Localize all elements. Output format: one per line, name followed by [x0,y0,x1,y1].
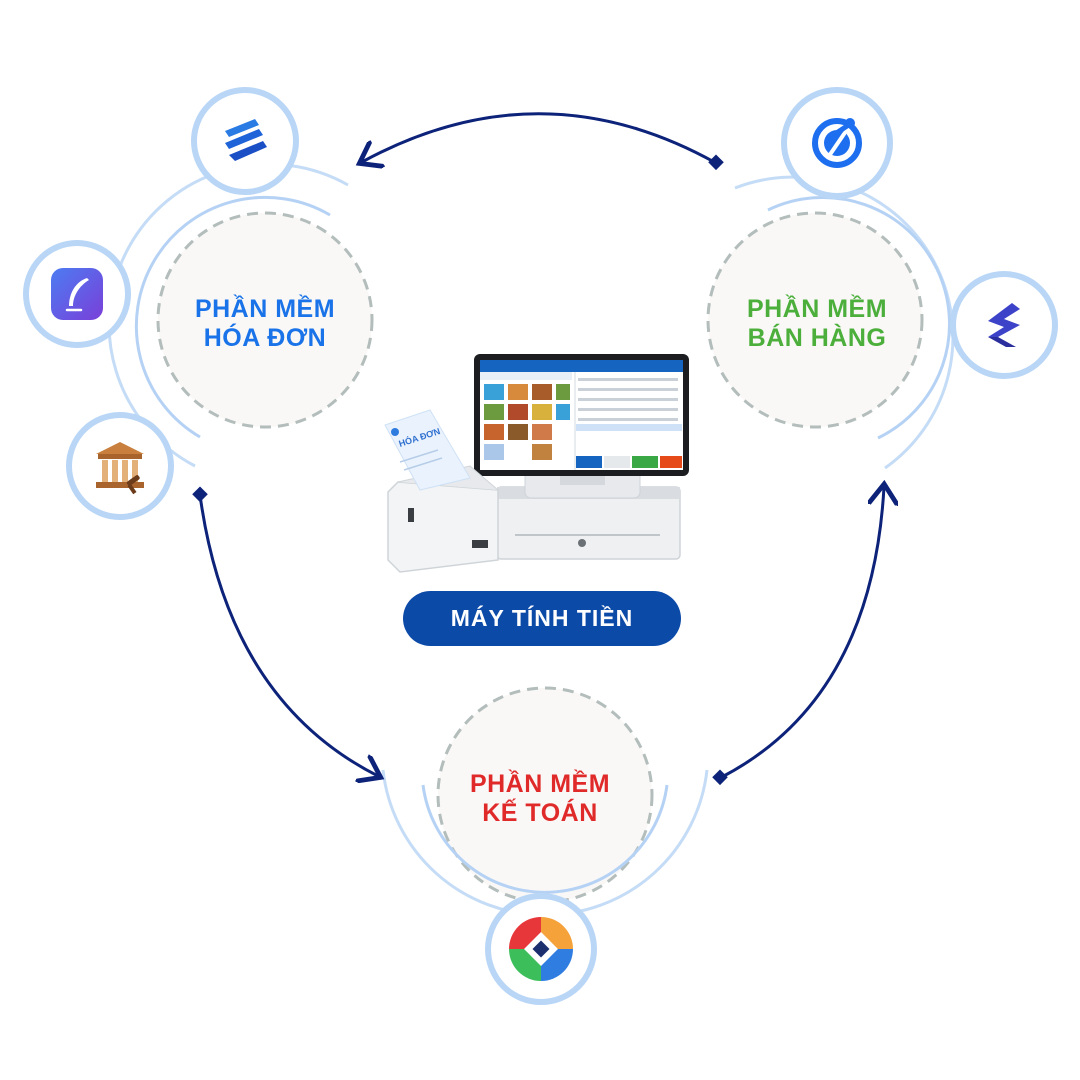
cash-register-button[interactable]: MÁY TÍNH TIỀN [403,591,681,646]
invoice-dashed-circle [156,211,374,429]
sales-node-label: PHẦN MỀM BÁN HÀNG [707,295,927,353]
accounting-inner-ring [421,784,669,894]
accounting-node-label: PHẦN MỀM KẾ TOÁN [430,770,650,828]
accounting-logo-icon [509,917,573,981]
cash-register-button-label: MÁY TÍNH TIỀN [450,605,634,631]
sales-circle-fill [708,213,922,427]
accounting-label-line2: KẾ TOÁN [482,799,598,827]
s-logo-icon [988,303,1020,347]
sales-label-line1: PHẦN MỀM [746,295,888,323]
sales-label-line2: BÁN HÀNG [747,324,887,352]
wave-app-icon [225,119,267,161]
invoice-label-line2: HÓA ĐƠN [203,324,327,352]
courthouse-icon-circle[interactable] [66,412,174,520]
arrow-invoice-to-accounting [198,494,378,776]
arrow-start-diamond-top [708,154,724,171]
invoice-node-label: PHẦN MỀM HÓA ĐƠN [155,295,375,353]
quill-app-icon-circle[interactable] [23,240,131,348]
s-logo-icon-circle[interactable] [950,271,1058,379]
arrow-accounting-to-sales [719,487,884,780]
arrow-start-diamond-right [712,769,728,786]
courthouse-icon [96,442,144,495]
invoice-label-line1: PHẦN MỀM [194,295,336,323]
quill-app-icon [51,268,103,320]
arrow-start-diamond-left [192,486,208,503]
sales-dashed-circle [706,211,924,429]
accounting-logo-icon-circle[interactable] [485,893,597,1005]
invoice-inner-ring [134,195,331,439]
arrow-sales-to-invoice [362,112,717,163]
accounting-circle-fill [438,688,652,902]
wave-app-icon-circle[interactable] [191,87,299,195]
restaurant-app-icon [812,118,862,168]
pos-monitor [474,354,689,476]
restaurant-app-icon-circle[interactable] [781,87,893,199]
receipt-paper [384,409,471,491]
invoice-circle-fill [158,213,372,427]
accounting-label-line1: PHẦN MỀM [469,770,611,798]
